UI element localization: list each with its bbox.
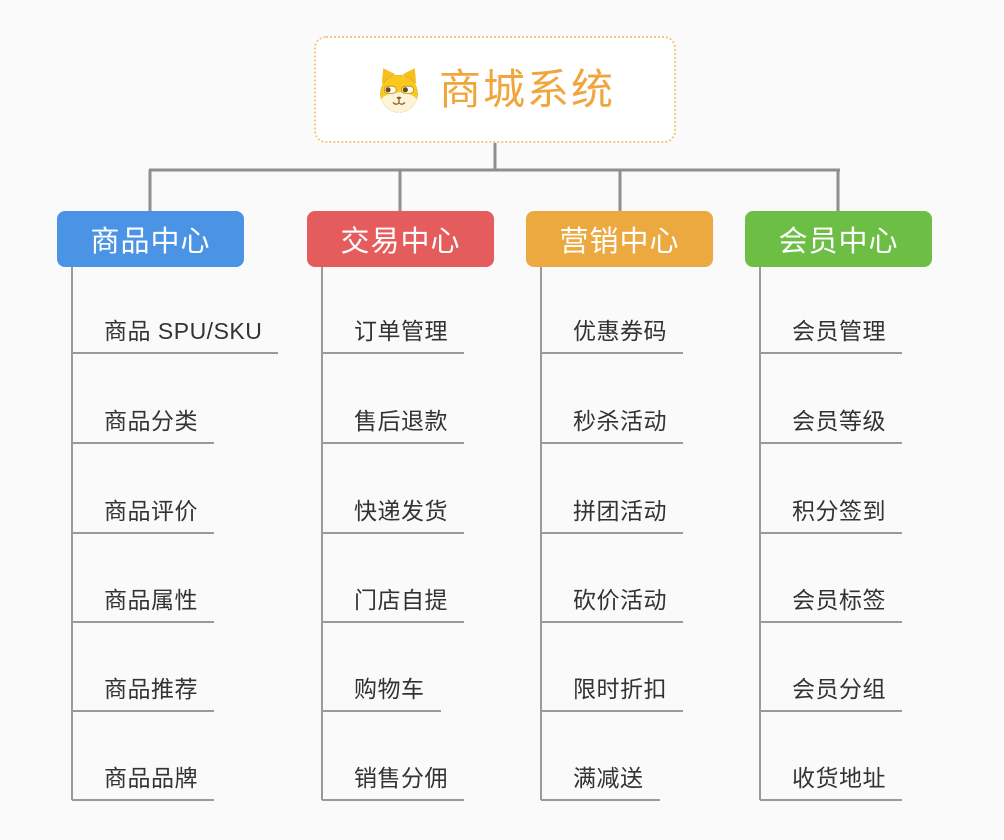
leaf-node[interactable]: 满减送 xyxy=(541,763,660,801)
leaf-node[interactable]: 商品分类 xyxy=(72,406,214,444)
leaf-node[interactable]: 购物车 xyxy=(322,674,441,712)
leaf-node[interactable]: 门店自提 xyxy=(322,585,464,623)
root-title: 商城系统 xyxy=(438,65,615,113)
leaf-node[interactable]: 会员等级 xyxy=(760,406,902,444)
leaf-node[interactable]: 商品推荐 xyxy=(72,674,214,712)
leaf-node[interactable]: 销售分佣 xyxy=(322,763,464,801)
leaf-node[interactable]: 积分签到 xyxy=(760,496,902,534)
leaf-node[interactable]: 砍价活动 xyxy=(541,585,683,623)
branch-node-marketing-center[interactable]: 营销中心 xyxy=(526,211,713,267)
root-branch-connectors xyxy=(148,141,840,211)
leaf-node[interactable]: 收货地址 xyxy=(760,763,902,801)
leaf-node[interactable]: 订单管理 xyxy=(322,316,464,354)
leaf-node[interactable]: 商品评价 xyxy=(72,496,214,534)
leaf-node[interactable]: 会员管理 xyxy=(760,316,902,354)
leaf-node[interactable]: 快递发货 xyxy=(322,496,464,534)
dog-face-icon xyxy=(375,66,423,114)
leaf-node[interactable]: 优惠券码 xyxy=(541,316,683,354)
leaf-node[interactable]: 会员分组 xyxy=(760,674,902,712)
leaf-node[interactable]: 会员标签 xyxy=(760,585,902,623)
branch-node-product-center[interactable]: 商品中心 xyxy=(57,211,244,267)
leaf-node[interactable]: 售后退款 xyxy=(322,406,464,444)
leaf-node[interactable]: 拼团活动 xyxy=(541,496,683,534)
leaf-node[interactable]: 商品品牌 xyxy=(72,763,214,801)
leaf-node[interactable]: 限时折扣 xyxy=(541,674,683,712)
leaf-node[interactable]: 商品属性 xyxy=(72,585,214,623)
root-node[interactable]: 商城系统 xyxy=(314,36,676,143)
branch-node-member-center[interactable]: 会员中心 xyxy=(745,211,932,267)
leaf-node[interactable]: 商品 SPU/SKU xyxy=(72,316,279,354)
leaf-node[interactable]: 秒杀活动 xyxy=(541,406,683,444)
branch-node-trade-center[interactable]: 交易中心 xyxy=(307,211,494,267)
